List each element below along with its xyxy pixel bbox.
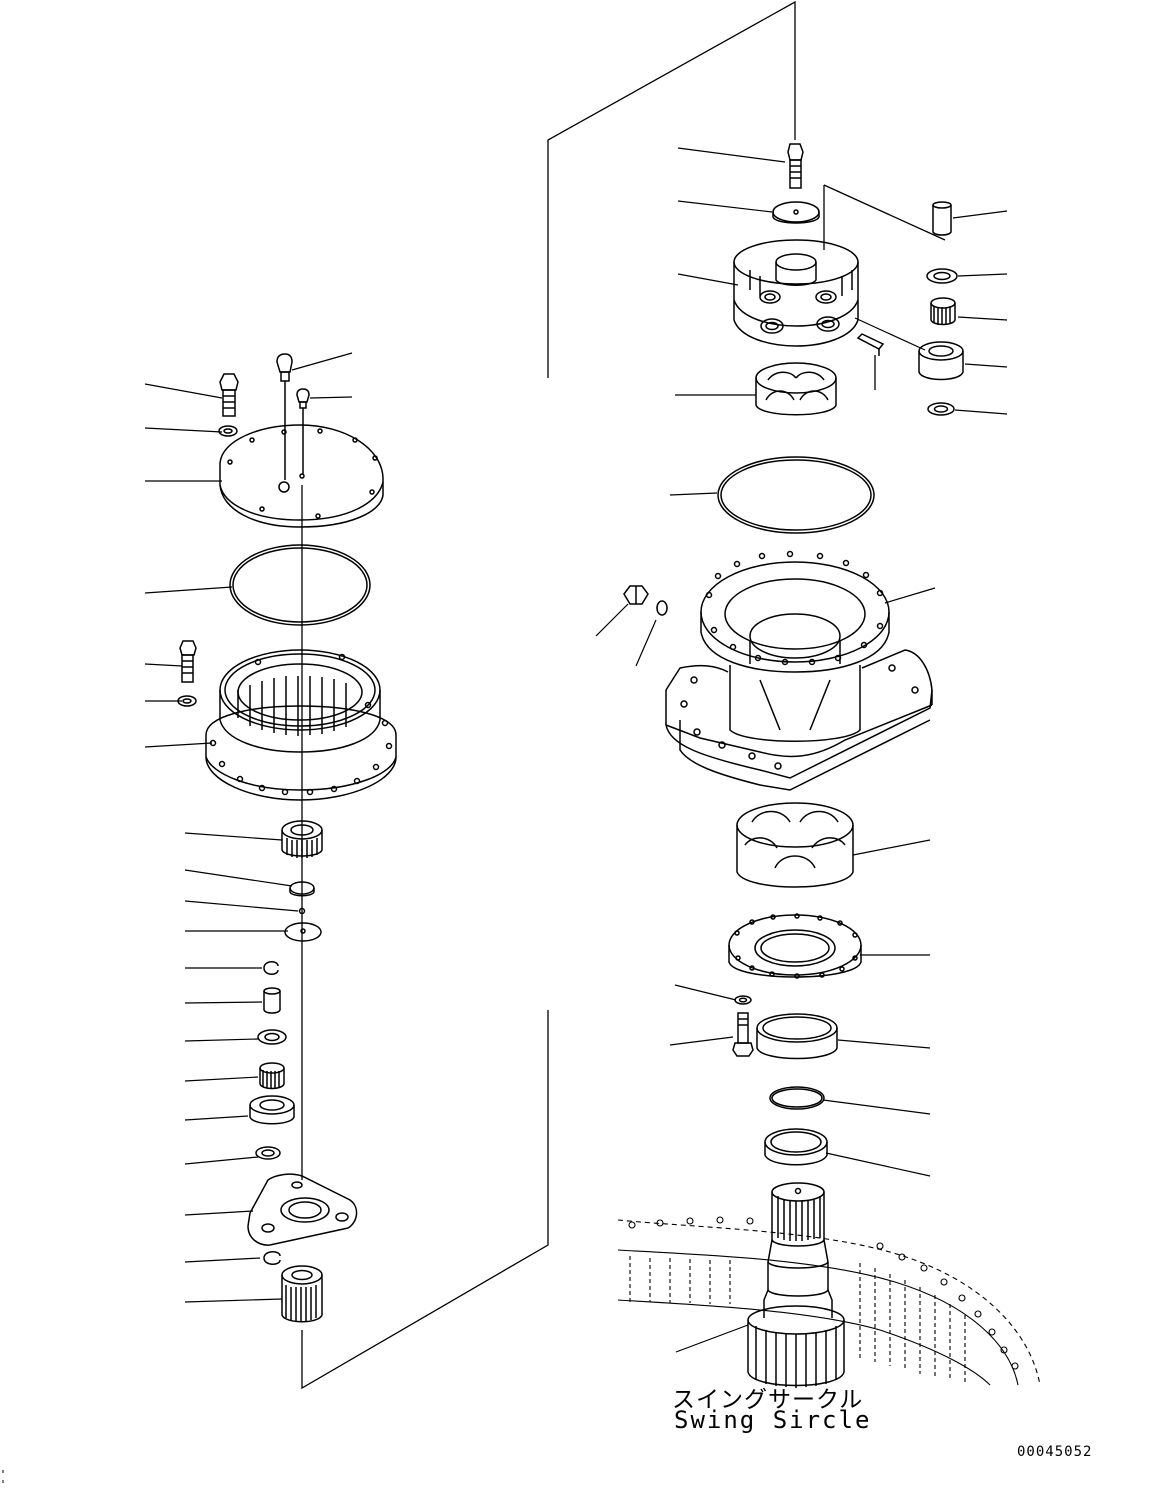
sun-gear-left [282,1266,322,1322]
plug [624,586,648,604]
sun-gear-upper [756,363,836,415]
leader-lines-right [596,148,1007,1352]
bearing-retainer-flange [729,914,861,978]
thrust-washer-right-upper [927,269,957,283]
ring-gear [206,650,396,800]
thrust-washer-upper [258,1030,286,1044]
grease-fitting-large [277,354,292,480]
o-ring-small [657,601,667,615]
key-pin [858,334,883,356]
o-ring-large [230,545,370,625]
planet-gear-left [282,821,322,858]
spacer [765,1129,827,1165]
figure-id: 00045052 [1017,1444,1093,1460]
bearing-left [250,1096,294,1124]
thrust-washer-right-lower [928,403,954,415]
cover-plate [220,425,383,527]
leader-lines-left [145,353,352,1302]
washer-cover [219,426,237,436]
thrust-washer-lower [256,1147,280,1159]
snap-ring-upper [264,962,278,975]
bolt-carrier [788,144,803,188]
swing-circle-label-japanese: スイングサークル [672,1387,864,1413]
bearing-housing-lower [737,803,853,887]
swing-circle-label-english: Swing Sircle [674,1406,872,1434]
washer-flange [735,996,751,1004]
thrust-plate-small [290,882,314,896]
planet-carrier [734,240,858,346]
pin-right [933,202,951,235]
pin [264,988,280,1013]
needle-bearing-left [260,1063,284,1089]
thrust-plate [285,923,321,941]
bolt-flange [733,1013,753,1056]
swing-housing [666,552,932,791]
o-ring-seal [770,1087,824,1109]
washer-ring-gear [178,696,196,706]
swing-pinion-shaft [748,1183,844,1388]
snap-ring-lower [264,1252,280,1265]
oil-seal [757,1014,837,1059]
planet-gear-right [919,342,963,380]
o-ring-right [718,457,874,533]
bolt-ring-gear [180,641,196,682]
grease-fitting-small [297,389,309,475]
bolt-cover [220,374,238,416]
carrier-plate [248,1174,357,1245]
retainer-plate [773,202,819,223]
needle-bearing-right [931,298,955,325]
swing-circle-ring [618,1217,1040,1385]
ball-small [300,909,305,914]
assembly-connector-lines [302,2,945,1388]
